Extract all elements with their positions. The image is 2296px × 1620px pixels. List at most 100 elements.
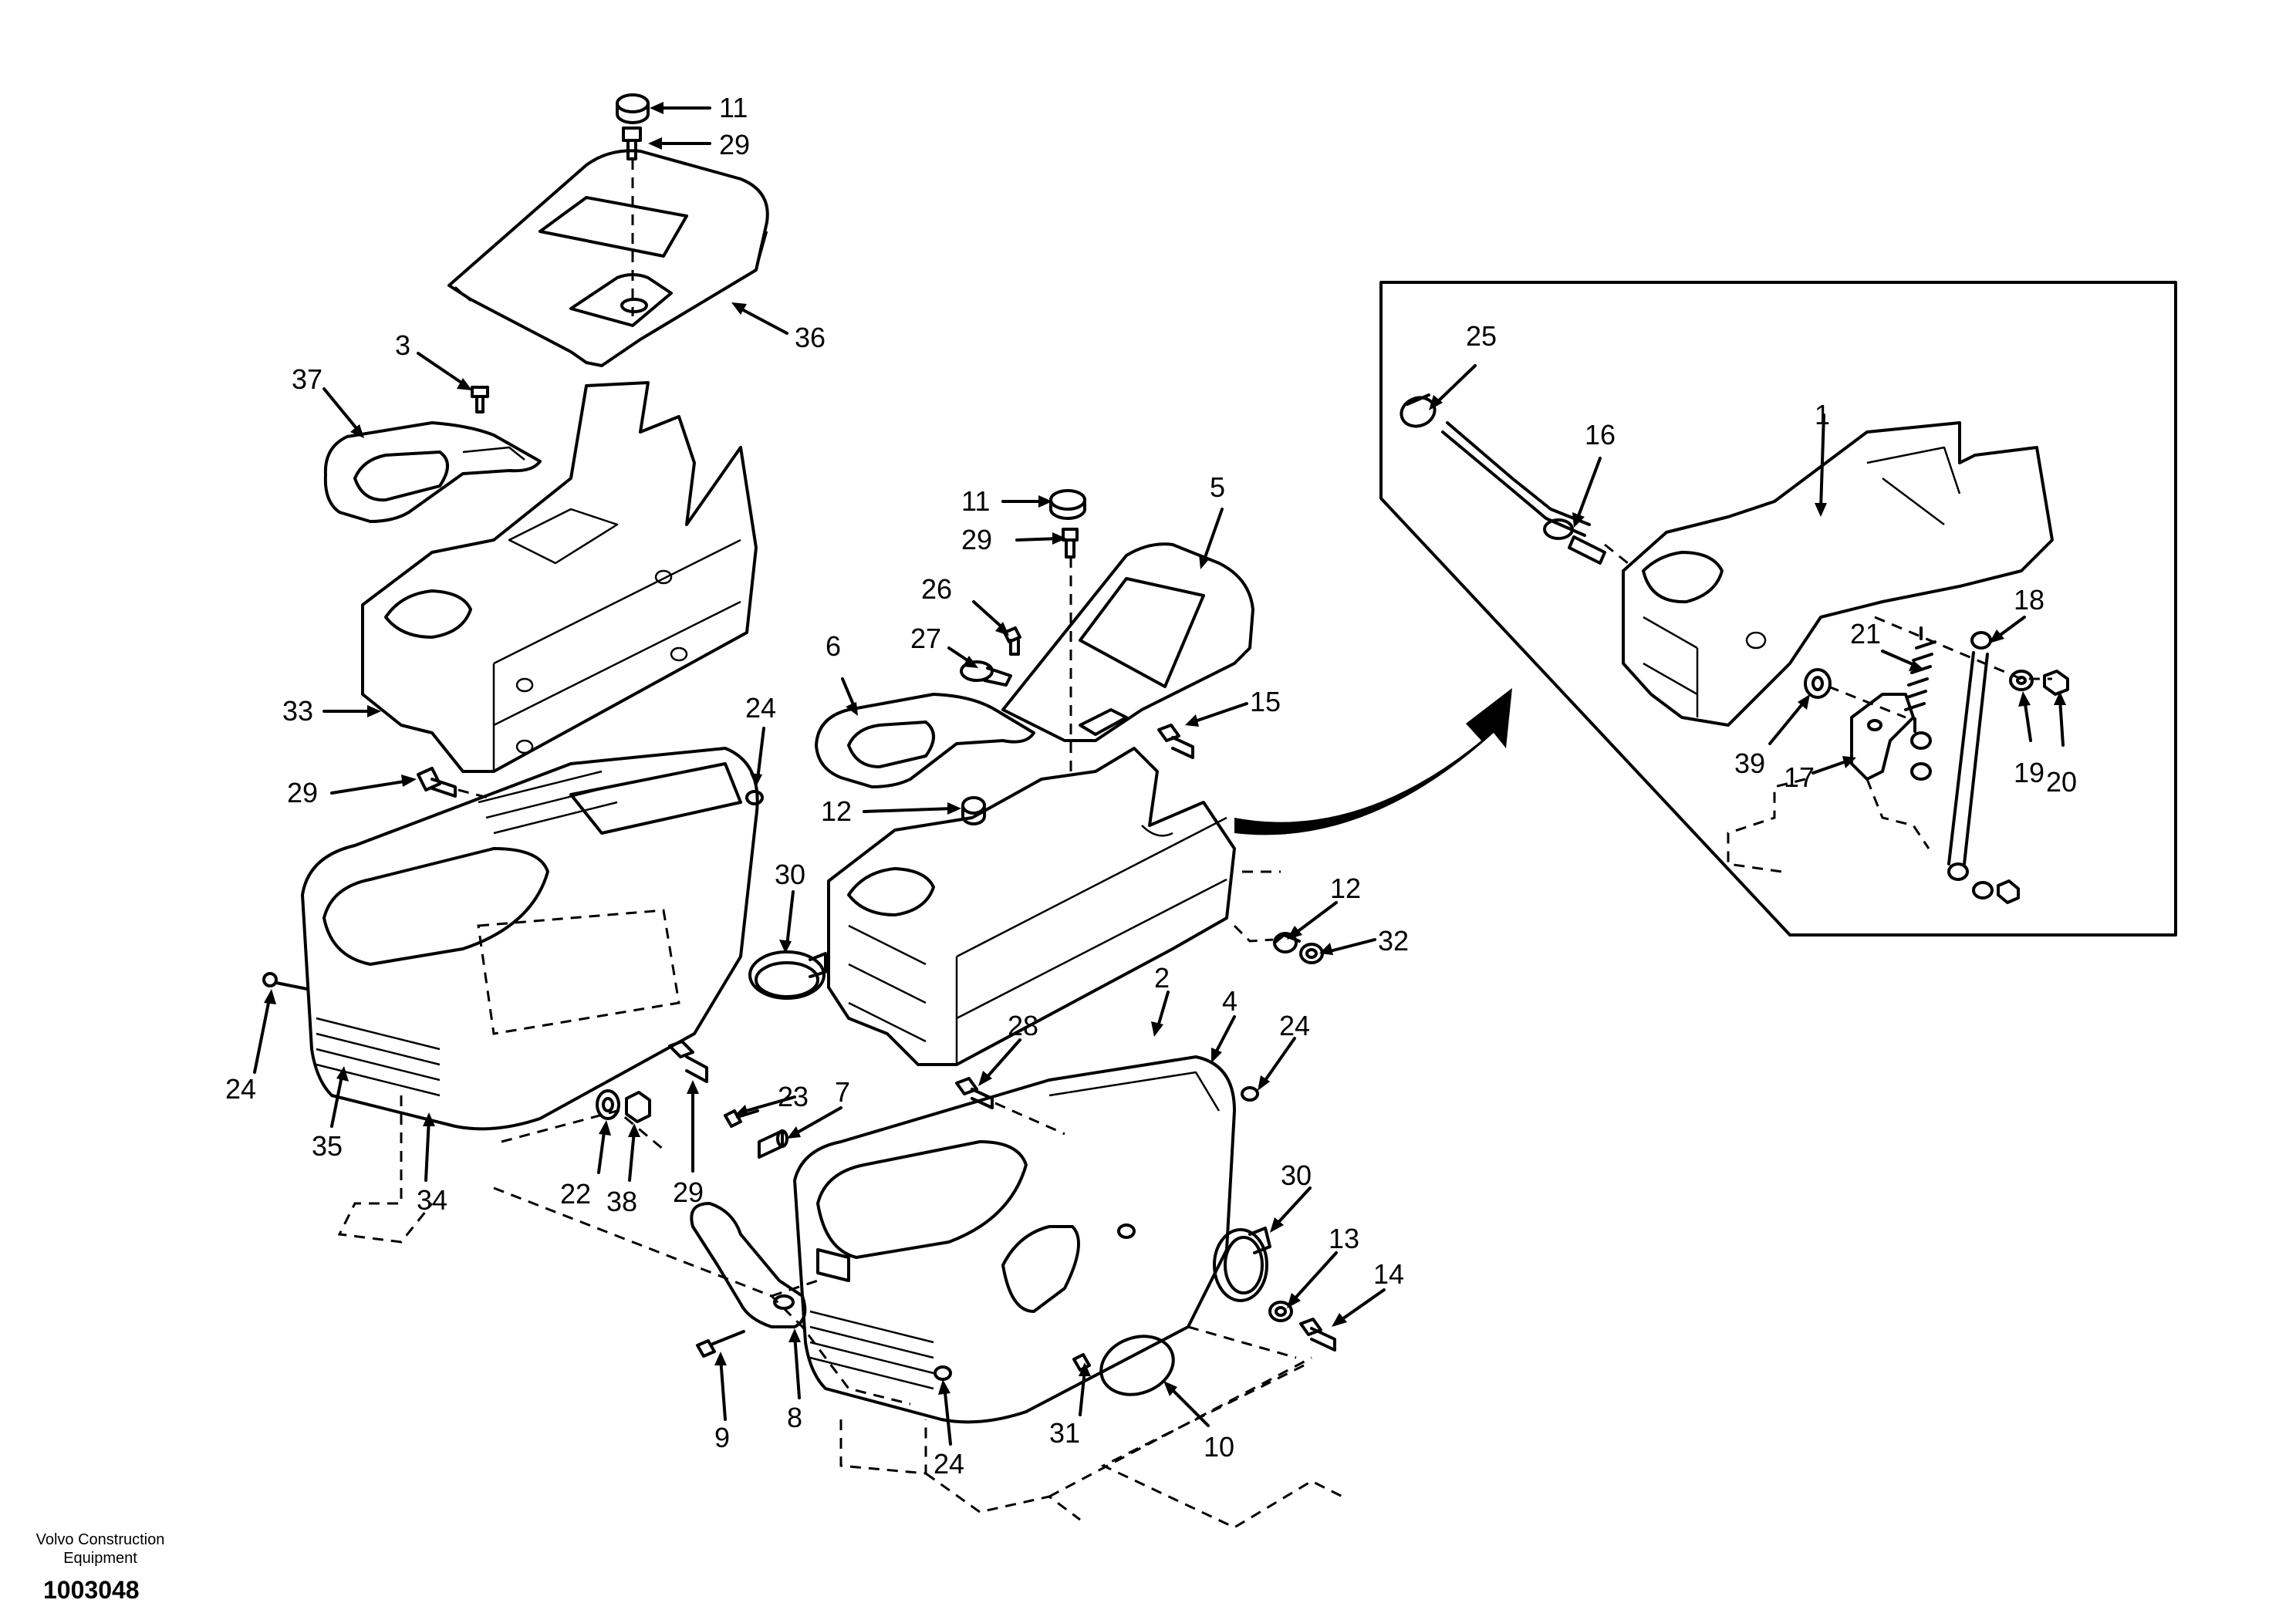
callout-14: 14	[1373, 1258, 1404, 1290]
callout-28: 28	[1008, 1010, 1038, 1041]
callout-29a: 29	[719, 129, 750, 160]
left-console-assembly	[262, 93, 911, 1406]
callout-3: 3	[395, 329, 410, 361]
cap-part-11a	[616, 93, 650, 124]
callout-11a: 11	[719, 92, 748, 123]
callout-labels: 11 29 36 3 37 33 29 24 24 35 34 22 38 29…	[225, 92, 2077, 1480]
screw-part-26	[1003, 626, 1021, 656]
dashed-line-bushing	[1233, 924, 1274, 943]
washer-part-near-17	[1910, 731, 1932, 781]
detail-inset	[1379, 281, 2177, 937]
callout-12b: 12	[1330, 872, 1361, 904]
pin-part-24a	[745, 790, 764, 805]
callout-8: 8	[787, 1402, 802, 1433]
callout-19: 19	[2014, 757, 2044, 788]
callout-10: 10	[1204, 1431, 1234, 1463]
callout-24d: 24	[934, 1448, 964, 1480]
washer-part-32	[1299, 943, 1324, 964]
callout-23: 23	[778, 1081, 809, 1112]
bracket-frame-part-1	[1622, 421, 2054, 727]
bolt-part-14	[1299, 1318, 1336, 1352]
callout-12a: 12	[821, 795, 852, 827]
bracket-part-8	[690, 1202, 807, 1328]
callout-35: 35	[312, 1130, 343, 1162]
nut-part-20	[2043, 670, 2069, 696]
gas-strut-part-18	[1947, 631, 1992, 881]
nut-part-38	[625, 1091, 651, 1123]
screw-part-29b	[417, 767, 495, 801]
callout-24c: 24	[1279, 1010, 1310, 1041]
brand-line-1: Volvo Construction	[36, 1531, 165, 1548]
side-cover-part-35	[301, 747, 759, 1131]
callout-16: 16	[1585, 419, 1616, 451]
callout-30b: 30	[1281, 1159, 1312, 1191]
arm-pad-part-37	[323, 421, 542, 523]
callout-13: 13	[1329, 1223, 1359, 1254]
screw-part-3	[471, 386, 489, 413]
callout-39: 39	[1734, 748, 1765, 779]
washer-part-19	[2009, 670, 2034, 691]
callout-22: 22	[560, 1178, 591, 1210]
washer-part-39	[1804, 668, 1832, 699]
footer-block: Volvo Construction Equipment 1003048	[36, 1531, 165, 1604]
callout-1: 1	[1815, 399, 1830, 430]
callout-21: 21	[1850, 618, 1881, 650]
callout-20: 20	[2046, 766, 2077, 798]
top-cover-part-5	[1001, 542, 1254, 742]
leader-lines	[253, 102, 2066, 1446]
callout-24b: 24	[225, 1073, 256, 1105]
callout-29c: 29	[673, 1176, 704, 1208]
callout-4: 4	[1222, 985, 1237, 1017]
screw-part-29a	[622, 127, 642, 316]
callout-11b: 11	[961, 485, 990, 517]
screw-part-15	[1157, 724, 1194, 759]
bolt-part-29c	[668, 1040, 708, 1083]
spacer-part-7	[758, 1129, 788, 1159]
spring-part-21	[1904, 626, 1936, 733]
callout-24a: 24	[745, 692, 776, 724]
callout-18: 18	[2014, 584, 2044, 616]
callout-2: 2	[1154, 962, 1170, 994]
cap-part-11b	[1049, 489, 1086, 520]
screw-part-29d	[1062, 528, 1079, 771]
latch-part-27	[960, 660, 1012, 687]
callout-6: 6	[826, 630, 841, 662]
drawing-number: 1003048	[43, 1576, 140, 1604]
cover-plate-part-10	[1099, 1335, 1175, 1396]
top-cover-part-36	[447, 149, 769, 367]
callout-29d: 29	[961, 524, 992, 555]
callout-17: 17	[1784, 761, 1815, 793]
callout-30a: 30	[775, 859, 805, 890]
pin-part-24d	[934, 1365, 952, 1381]
callout-27: 27	[910, 623, 941, 654]
washer-part-13	[1268, 1301, 1293, 1322]
brand-line-2: Equipment	[63, 1550, 137, 1567]
callout-25: 25	[1466, 320, 1497, 352]
bushing-part-12b	[1273, 932, 1301, 953]
center-console-assembly	[793, 489, 1343, 1529]
callout-15: 15	[1250, 686, 1281, 717]
callout-29b: 29	[287, 777, 318, 808]
washer-part-lower	[1972, 879, 2020, 904]
lever-part-16	[1441, 421, 1606, 565]
screw-part-28	[955, 1077, 1065, 1136]
screw-part-31	[1072, 1353, 1091, 1372]
hose-clamp-part-30a	[748, 950, 827, 1000]
hose-clamp-part-30b	[1213, 1227, 1271, 1302]
washer-part-22	[596, 1089, 620, 1120]
callout-7: 7	[835, 1076, 850, 1108]
latch-plate-part-17	[1850, 693, 1915, 781]
dashed-lines-inset	[1604, 543, 2052, 873]
bracket-frame-center	[827, 747, 1236, 1066]
bracket-frame-part-33	[361, 381, 758, 773]
callout-32: 32	[1378, 925, 1409, 957]
callout-33: 33	[282, 695, 313, 727]
callout-31: 31	[1049, 1417, 1080, 1449]
callout-37: 37	[292, 363, 322, 395]
callout-5: 5	[1210, 471, 1225, 503]
dashed-mount-outline-right	[839, 870, 1343, 1529]
callout-36: 36	[795, 322, 826, 353]
pin-part-24b	[262, 972, 309, 991]
callout-34: 34	[417, 1184, 447, 1216]
